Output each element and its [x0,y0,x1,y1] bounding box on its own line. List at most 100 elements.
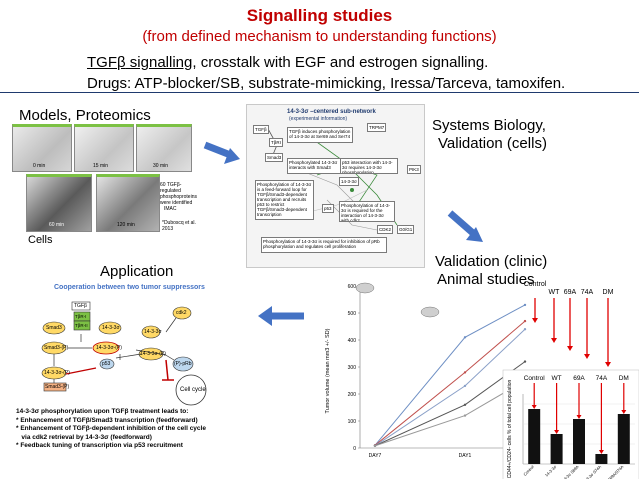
app-node-1433sp-c: 14-3-3σ-(P) [44,370,70,376]
bullet-4: * Feedback tuning of transcription via p… [16,442,183,449]
series-label-1: WT [549,289,561,296]
header-rule [0,92,639,93]
node-cdk2: CDK2 [377,225,394,234]
gel-label-5: 120 min [117,222,135,228]
topic-rest: , crosstalk with EGF and estrogen signal… [192,54,489,71]
bar-2 [573,419,585,464]
series-arrowhead-3 [584,354,590,359]
bar-arrowhead-2 [576,415,582,419]
validation-label-line2: Animal studies [437,271,535,288]
bar-0 [528,409,541,464]
mouse-icon-1 [355,282,375,294]
series-point-3-1 [463,403,467,406]
page-title: Signalling studies [246,6,393,25]
app-node-1433sp: 14-3-3σ-(P) [96,345,122,351]
network-box-5: Phosphorylation of 14-3-3σ is required f… [339,201,395,222]
mouse-icon-2 [420,306,440,318]
signalling-text: signalling [125,54,193,71]
y-axis-label: Tumor volume (mean mm3 +/- SD) [325,328,331,413]
network-box-3: p53 interaction with 14-3-3σ requires 14… [340,158,398,174]
page-subtitle: (from defined mechanism to understanding… [142,28,497,45]
node-tgfb: TGFβ [253,125,269,134]
arrow-validation-to-application [258,306,304,326]
gel-image-1: 0 min [12,124,72,172]
bar-3 [595,454,608,464]
series-label-3: 74A [581,289,594,296]
node-pik3: PIK3 [407,165,421,174]
arrow-models-to-network [203,141,240,164]
network-panel: 14-3-3σ –centered sub-network (experimen… [246,104,425,268]
network-box-2: Phosphorylated 14-3-3σ interacts with Sm… [287,158,341,174]
network-box-6: Phosphorylation of 14-3-3σ is required f… [261,237,387,253]
app-node-cdk2-a: cdk2 [176,310,187,316]
validation-label-line1: Validation (clinic) [435,253,548,270]
bullet-3: via cdk2 retrieval by 14-3-3σ (feedforwa… [16,433,152,441]
series-arrowhead-2 [567,346,573,351]
series-point-1-2 [523,319,527,323]
bar-label-3: 74A [596,375,608,382]
imac-label: IMAC [164,206,177,212]
app-node-smad3p: Smad3-(P) [44,345,69,351]
series-arrowhead-4 [605,362,611,367]
app-node-1433sp-b: 14-3-3σ-(P) [140,351,166,357]
gel-panel: 0 min 15 min 30 min 60 min 120 min 60 TG… [12,124,197,232]
app-node-cell-cycle: Cell cycle [180,387,206,393]
application-title: Cooperation between two tumor suppressor… [54,284,205,291]
series-point-0-2 [523,303,527,307]
application-diagram [41,301,207,406]
app-node-1433s-b: 14-3-3σ [144,329,162,335]
gel-image-5: 120 min [96,174,160,232]
series-point-0-1 [463,336,467,339]
y-tick-label-6: 600 [348,284,357,290]
arrow-network-to-validation [447,210,483,242]
y-tick-label-3: 300 [348,365,357,371]
node-tbri: TβRI [269,138,283,147]
node-g0g1: G0/G1 [397,225,415,234]
series-line-2 [374,328,526,447]
series-point-4-0 [373,444,377,448]
series-point-4-1 [463,414,467,417]
series-label-4: DM [603,289,614,296]
bar-label-1: WT [552,375,562,382]
app-node-smad3: Smad3 [46,325,62,331]
app-node-prb: (P)-pRb [174,361,192,367]
series-point-2-1 [463,384,467,388]
phospho-note: 60 TGFβ-regulated phosphoproteins were i… [160,182,197,206]
gel-label-4: 60 min [49,222,65,228]
bullet-2: * Enhancement of TGFβ-dependent inhibiti… [16,425,206,432]
tgf-text: TGF [87,54,117,71]
gel-image-4: 60 min [26,174,92,232]
bar-chart-panel [502,369,639,479]
series-point-1-1 [463,371,467,374]
gel-label-3: 30 min [153,163,169,169]
bar-label-4: DM [619,375,629,382]
models-label: Models, Proteomics [19,107,151,124]
app-node-tgfb: TGFβ [74,303,87,309]
node-smad3: Smad3 [265,153,284,162]
beta-text: β [117,54,126,71]
gel-label-2: 15 min [93,163,109,169]
systems-biology-label: Systems Biology, Validation (cells) [432,117,547,153]
node-trpm7: TRPM7 [367,123,387,132]
gel-label-1: 0 min [33,163,46,169]
validation-label: Validation (clinic) Animal studies [435,253,547,289]
y-tick-label-2: 200 [348,392,357,398]
systems-label-line1: Systems Biology, [432,117,546,134]
app-node-tbrii: TβR-II [75,323,88,328]
bar-4 [617,414,630,464]
series-line-1 [374,320,526,446]
y-tick-label-0: 0 [353,446,356,452]
x-tick-label-1: DAY1 [459,453,472,459]
application-label: Application [100,263,174,280]
gel-image-3: 30 min [136,124,192,172]
app-node-tbri: TβR-I [75,314,87,319]
series-arrowhead-0 [532,318,538,323]
series-point-3-2 [523,360,527,363]
bullet-1: * Enhancement of TGFβ/Smad3 transcriptio… [16,416,198,424]
bar-arrowhead-4 [621,410,627,414]
drugs-line: Drugs: ATP-blocker/SB, substrate-mimicki… [87,75,566,92]
series-line-3 [374,361,526,447]
application-panel: Cooperation between two tumor suppressor… [16,280,246,476]
app-node-smad3p-b: Smad3-(P) [45,384,70,390]
